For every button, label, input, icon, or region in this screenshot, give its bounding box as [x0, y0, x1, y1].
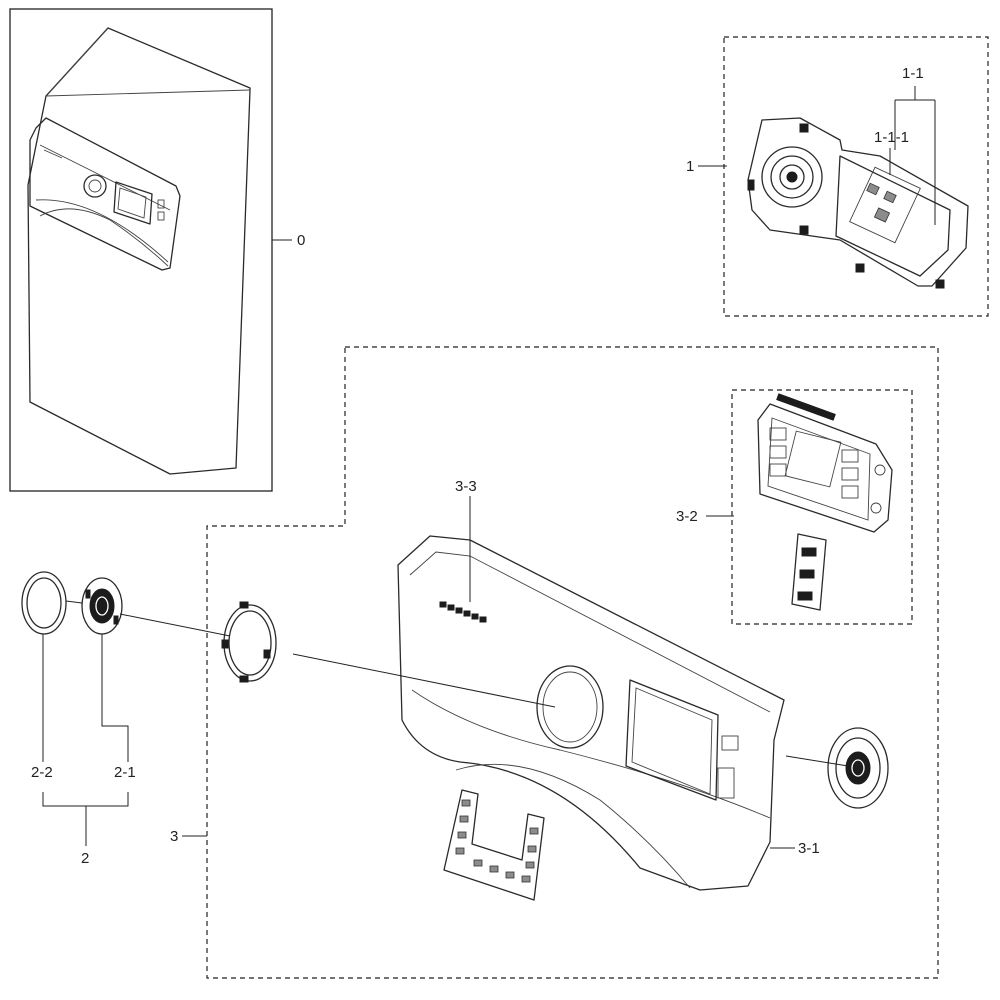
pcb-assembly-group: 1 1-1 1-1-1 — [686, 36, 989, 317]
callout-3-1: 3-1 — [798, 840, 820, 857]
knob-assembly-group: 2-2 2-1 2 — [21, 571, 231, 867]
knob-ring-illustration — [21, 571, 67, 635]
panel-assembly-group: 3 3-1 3 — [170, 346, 939, 979]
badge-logo — [439, 601, 487, 623]
knob-illustration — [81, 577, 123, 635]
display-dashed-box — [731, 389, 913, 625]
callout-2: 2 — [81, 850, 89, 867]
callout-0: 0 — [297, 232, 305, 249]
washer-assembly-view: 0 — [9, 8, 305, 492]
keypad-strip-illustration — [443, 789, 545, 901]
callout-3-2: 3-2 — [676, 508, 698, 525]
washer-view-frame — [9, 8, 273, 492]
panel-dashed-region — [206, 346, 939, 979]
display-window-group: 3-2 — [676, 389, 913, 625]
callout-3: 3 — [170, 828, 178, 845]
callout-1-1: 1-1 — [902, 65, 924, 82]
callout-2-2: 2-2 — [31, 764, 53, 781]
callout-1: 1 — [686, 158, 694, 175]
control-panel-illustration — [397, 535, 785, 891]
pcb-illustration — [747, 117, 969, 289]
washer-illustration — [27, 27, 251, 475]
callout-2-1: 2-1 — [114, 764, 136, 781]
encoder-knob-illustration — [827, 727, 889, 809]
display-window-illustration — [757, 393, 893, 611]
pcb-dashed-box — [723, 36, 989, 317]
mounting-ring-illustration — [221, 601, 277, 683]
callout-1-1-1: 1-1-1 — [874, 129, 909, 146]
callout-3-3: 3-3 — [455, 478, 477, 495]
